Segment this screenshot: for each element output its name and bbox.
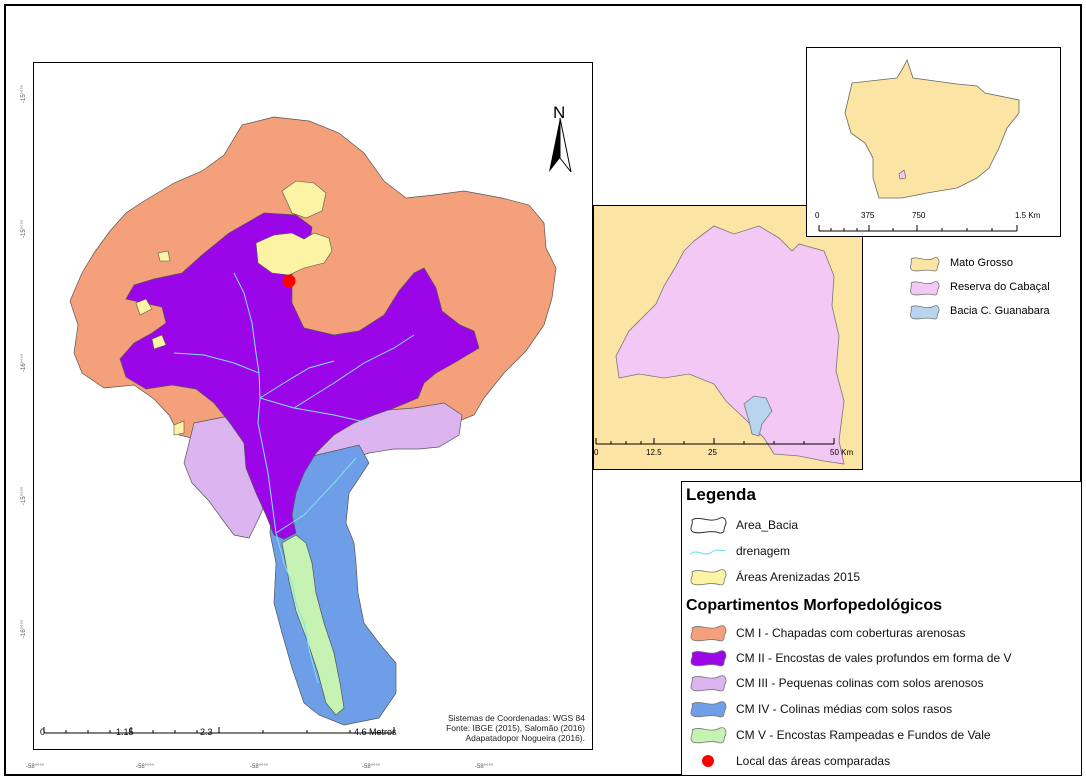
lat-label: -16°°°° — [21, 619, 27, 638]
mt-scale-bar — [818, 225, 1018, 232]
bacia-guanabara-area — [743, 395, 773, 437]
cm5-swatch-icon — [690, 727, 727, 744]
lon-label: -58°°°° — [26, 764, 45, 770]
lon-label: -58°°°° — [362, 764, 381, 770]
legend-item-cm5: CM V - Encostas Rampeadas e Fundos de Va… — [688, 724, 1078, 746]
legend-label: CM II - Encostas de vales profundos em f… — [736, 651, 1012, 665]
legend-item-cm3: CM III - Pequenas colinas com solos aren… — [688, 672, 1078, 694]
lat-label: -15°°°° — [21, 84, 27, 103]
cabacal-scale-label: 0 — [594, 448, 599, 457]
cm4-colinas-medias-area — [268, 444, 397, 726]
credit-line: Fonte: IBGE (2015), Salomão (2016) — [446, 723, 585, 733]
credit-line: Sistemas de Coordenadas: WGS 84 — [447, 713, 585, 723]
areas-arenizadas-area — [135, 298, 153, 316]
areas-arenizadas-area — [281, 180, 327, 219]
credit-line: Adapatadopor Nogueira (2016). — [465, 733, 585, 743]
reserva-cabacal-small — [898, 169, 907, 180]
red-point-icon — [702, 755, 714, 767]
cabacal-scale-label: 50 Km — [830, 448, 854, 457]
inset-map-reserva-cabacal[interactable] — [593, 205, 863, 470]
main-scale-label: 4.6 Metros — [354, 727, 397, 737]
cm5-encostas-rampeadas-area — [281, 534, 345, 716]
main-map[interactable] — [33, 62, 593, 750]
cm3-swatch-icon — [690, 675, 727, 692]
legend-label: Local das áreas comparadas — [736, 754, 891, 768]
mt-scale-label: 375 — [861, 211, 875, 220]
legend-label: CM I - Chapadas com coberturas arenosas — [736, 626, 966, 640]
lat-label: -15°°°° — [21, 486, 27, 505]
north-letter: N — [553, 103, 566, 122]
area-bacia-outline-icon — [690, 517, 727, 534]
legend-item-cm4: CM IV - Colinas médias com solos rasos — [688, 698, 1078, 720]
legend-label: drenagem — [736, 544, 791, 558]
legend-label: CM V - Encostas Rampeadas e Fundos de Va… — [736, 728, 991, 742]
main-scale-bar — [43, 727, 395, 734]
inset-map-mato-grosso[interactable] — [806, 47, 1061, 237]
inset-legend-item: Reserva do Cabaçal — [908, 278, 1086, 298]
drenagem-line-icon — [689, 549, 727, 555]
cm4-swatch-icon — [690, 701, 727, 718]
mt-scale-label: 0 — [815, 211, 820, 220]
areas-arenizadas-area — [173, 420, 185, 436]
areas-arenizadas-area — [157, 250, 171, 262]
cabacal-scale-label: 25 — [708, 448, 717, 457]
cm2-encostas-vales-area — [119, 212, 480, 540]
mt-scale-label: 750 — [912, 211, 926, 220]
legend-item-cm2: CM II - Encostas de vales profundos em f… — [688, 647, 1078, 669]
inset-mt-svg — [818, 58, 1020, 232]
lon-label: -58°°°° — [250, 764, 269, 770]
legend-title: Legenda — [686, 485, 756, 504]
legend-label: CM IV - Colinas médias com solos rasos — [736, 702, 953, 716]
cabacal-scale-label: 12.5 — [646, 448, 662, 457]
legend-label: CM III - Pequenas colinas com solos aren… — [736, 676, 984, 690]
legend-item-drenagem: drenagem — [688, 540, 1078, 562]
legend-label: Áreas Arenizadas 2015 — [736, 570, 861, 584]
areas-arenizadas-area — [255, 232, 333, 276]
reserva-cabacal-area — [615, 225, 845, 465]
reserva-cabacal-swatch-icon — [910, 281, 940, 296]
legend-label: Area_Bacia — [736, 518, 799, 532]
mato-grosso-area — [844, 58, 1020, 199]
comparison-point-marker — [282, 274, 296, 288]
legend-subtitle: Copartimentos Morfopedológicos — [686, 597, 942, 614]
lat-label: -16°°°° — [21, 353, 27, 372]
cabacal-scale-bar — [595, 438, 835, 445]
legend-item-area-bacia: Area_Bacia — [688, 514, 1078, 536]
inset-legend-label: Bacia C. Guanabara — [950, 305, 1050, 317]
inset-cabacal-svg — [595, 225, 845, 465]
areas-arenizadas-swatch-icon — [690, 569, 727, 586]
inset-legend-item: Bacia C. Guanabara — [908, 302, 1086, 322]
cm1-swatch-icon — [690, 625, 727, 642]
lat-label: -15°°°° — [21, 219, 27, 238]
map-credits: Sistemas de Coordenadas: WGS 84 Fonte: I… — [395, 713, 593, 743]
lon-label: -58°°°° — [136, 764, 155, 770]
inset-legend-item: Mato Grosso — [908, 254, 1086, 274]
bacia-guanabara-swatch-icon — [910, 305, 940, 320]
main-scale-label: 1.15 — [116, 727, 134, 737]
north-arrow-icon — [549, 117, 572, 173]
basin-map-svg — [43, 116, 557, 734]
lon-label: -58°°°° — [475, 764, 494, 770]
mato-grosso-swatch-icon — [910, 257, 940, 272]
main-scale-label: 2.3 — [200, 727, 213, 737]
areas-arenizadas-area — [151, 334, 167, 350]
main-legend: Legenda Area_Bacia drenagem Áreas Areniz… — [681, 481, 1082, 776]
mt-scale-label: 1.5 Km — [1015, 211, 1041, 220]
drenagem-lines — [173, 272, 415, 684]
legend-item-areas-arenizadas: Áreas Arenizadas 2015 — [688, 566, 1078, 588]
legend-item-local-comparadas: Local das áreas comparadas — [688, 750, 1078, 772]
inset-legend-label: Mato Grosso — [950, 257, 1013, 269]
inset-legend-label: Reserva do Cabaçal — [950, 281, 1050, 293]
cm2-swatch-icon — [690, 650, 727, 667]
legend-item-cm1: CM I - Chapadas com coberturas arenosas — [688, 622, 1078, 644]
main-scale-label: 0 — [40, 727, 46, 737]
